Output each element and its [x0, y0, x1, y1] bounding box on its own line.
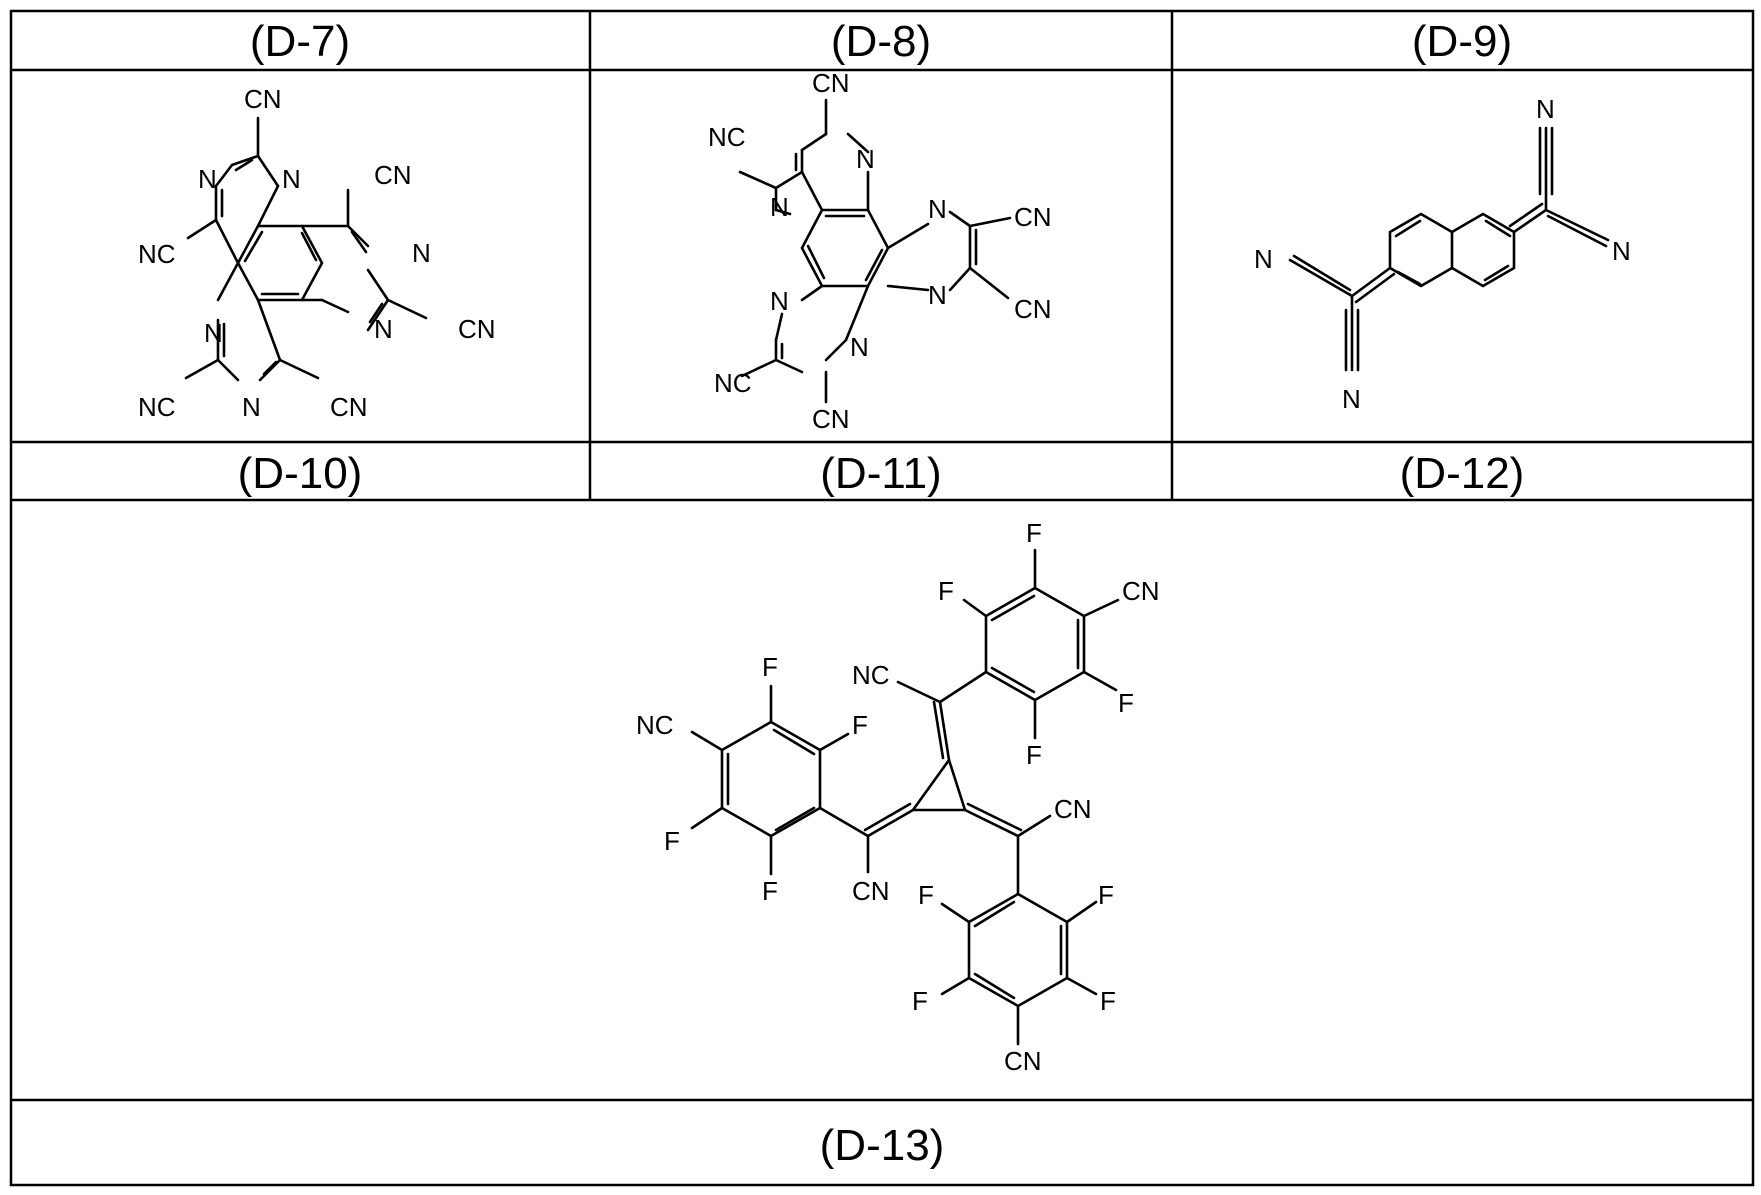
structure-d12: N N N N — [1254, 94, 1631, 414]
caption-d8: (D-8) — [831, 17, 931, 66]
atom-label: F — [912, 986, 928, 1016]
atom-label: CN — [330, 392, 368, 422]
atom-label: N — [1536, 94, 1555, 124]
atom-label: N — [242, 392, 261, 422]
atom-label: F — [1026, 518, 1042, 548]
atom-label: N — [282, 164, 301, 194]
atom-label: N — [1612, 236, 1631, 266]
atom-label: F — [664, 826, 680, 856]
atom-label: CN — [852, 876, 890, 906]
atom-label: CN — [1054, 794, 1092, 824]
structure-d10: CN N N CN NC N N N CN NC N CN — [138, 84, 496, 422]
atom-label: F — [1026, 740, 1042, 770]
atom-label: F — [918, 880, 934, 910]
caption-d7: (D-7) — [250, 17, 350, 66]
atom-label: NC — [852, 660, 890, 690]
atom-label: N — [412, 238, 431, 268]
atom-label: N — [856, 144, 875, 174]
atom-label: CN — [458, 314, 496, 344]
atom-label: N — [770, 192, 789, 222]
atom-label: CN — [1122, 576, 1160, 606]
atom-label: NC — [636, 710, 674, 740]
atom-label: CN — [1004, 1046, 1042, 1076]
atom-label: F — [762, 652, 778, 682]
caption-d9: (D-9) — [1412, 17, 1512, 66]
atom-label: N — [928, 194, 947, 224]
atom-label: CN — [374, 160, 412, 190]
atom-label: N — [1254, 244, 1273, 274]
atom-label: F — [938, 576, 954, 606]
atom-label: N — [928, 280, 947, 310]
caption-d13: (D-13) — [820, 1121, 945, 1170]
caption-d12: (D-12) — [1400, 449, 1525, 498]
atom-label: NC — [714, 368, 752, 398]
atom-label: CN — [812, 68, 850, 98]
structure-d13: F F CN NC F F F NC F F CN F CN F F F F C… — [636, 518, 1160, 1076]
atom-label: F — [1098, 880, 1114, 910]
atom-label: N — [770, 286, 789, 316]
atom-label: CN — [812, 404, 850, 434]
atom-label: N — [1342, 384, 1361, 414]
atom-label: F — [1100, 986, 1116, 1016]
atom-label: CN — [1014, 294, 1052, 324]
atom-label: F — [852, 710, 868, 740]
atom-label: NC — [708, 122, 746, 152]
caption-d11: (D-11) — [820, 449, 941, 498]
atom-label: CN — [1014, 202, 1052, 232]
table-grid — [11, 11, 1753, 1185]
atom-label: NC — [138, 239, 176, 269]
atom-label: F — [762, 876, 778, 906]
atom-label: N — [204, 318, 223, 348]
caption-d10: (D-10) — [238, 449, 363, 498]
atom-label: NC — [138, 392, 176, 422]
atom-label: N — [850, 332, 869, 362]
atom-label: N — [198, 164, 217, 194]
atom-label: F — [1118, 688, 1134, 718]
atom-label: N — [374, 314, 393, 344]
structure-d11: CN NC N N N CN N N CN N NC CN — [708, 68, 1052, 434]
atom-label: CN — [244, 84, 282, 114]
